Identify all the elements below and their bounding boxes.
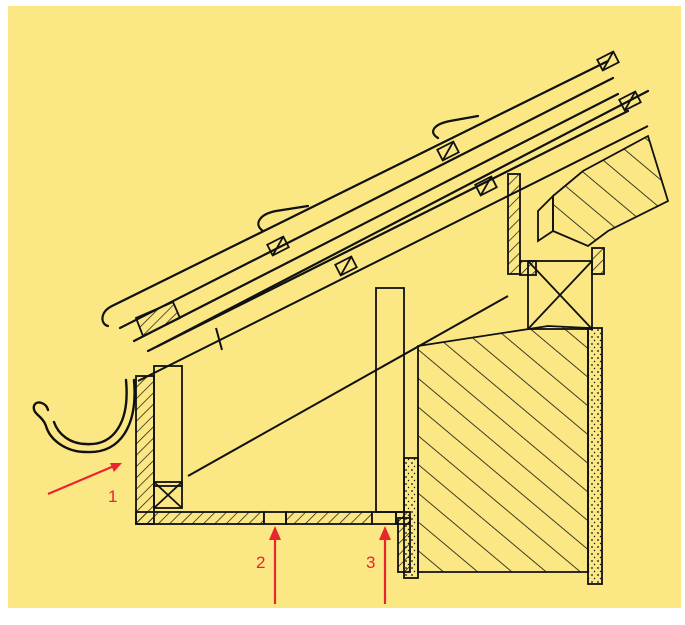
eaves-section-diagram: 1 2 3: [8, 6, 681, 608]
callout-2-label: 2: [256, 553, 265, 572]
ceiling-joist: [507, 173, 605, 330]
wall-plate-post: [375, 287, 405, 513]
gutter: [32, 378, 136, 454]
tile-battens: [266, 50, 642, 277]
callout-3: 3: [366, 526, 391, 604]
soffit: [135, 511, 411, 525]
roof-structure: [137, 125, 649, 477]
diagram-canvas: 1 2 3: [8, 6, 681, 608]
roof-tiles: [101, 59, 650, 353]
callout-3-label: 3: [366, 553, 375, 572]
masonry-wall: [397, 325, 603, 585]
callout-1: 1: [47, 463, 122, 506]
fascia-board: [135, 365, 183, 525]
upper-beam: [537, 134, 670, 248]
rafter-block-left: [134, 300, 182, 338]
callout-1-label: 1: [108, 487, 117, 506]
callout-2: 2: [256, 526, 281, 604]
